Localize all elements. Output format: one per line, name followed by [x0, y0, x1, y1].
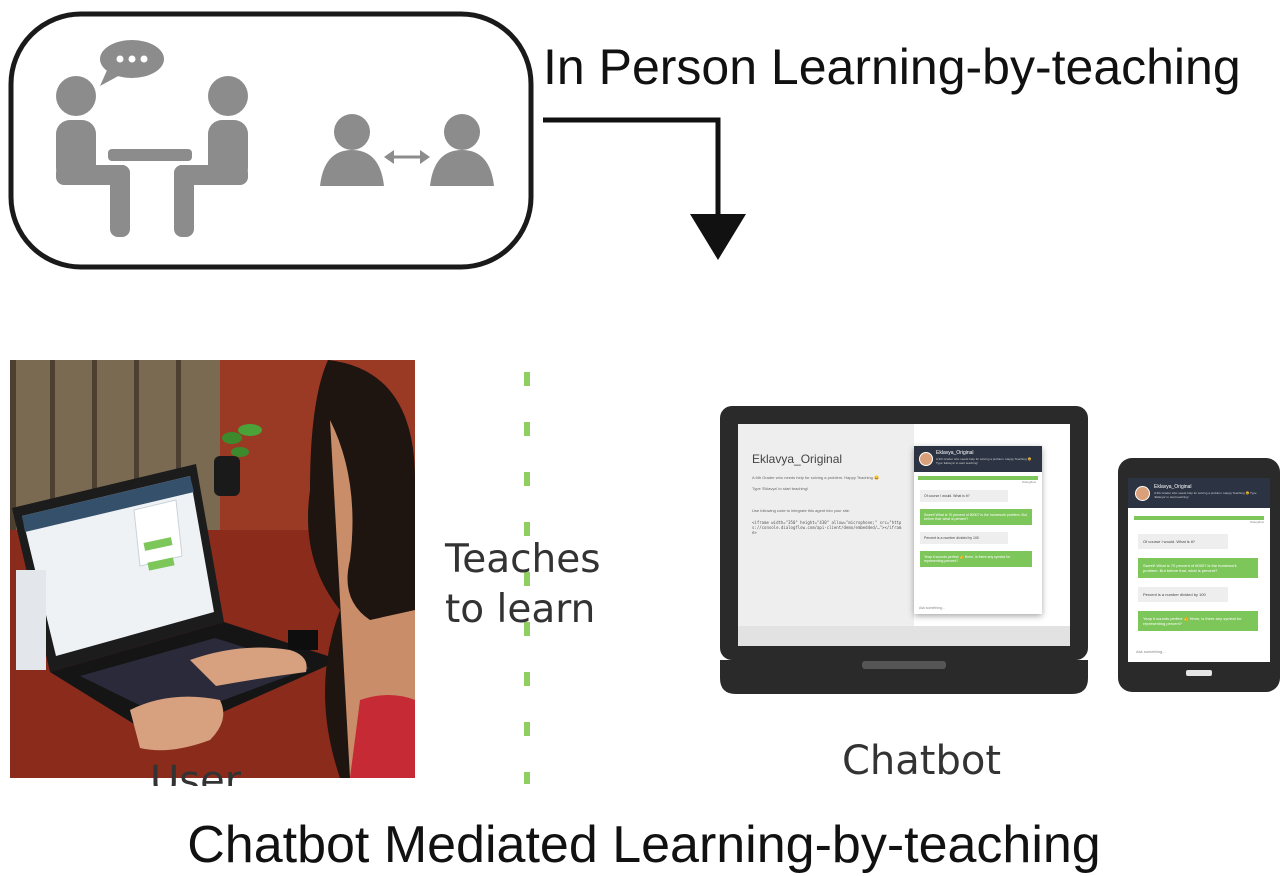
chat-input[interactable]: Ask something... — [919, 606, 945, 610]
chat-message-agent-2: Percent is a number divided by 100 — [920, 532, 1008, 544]
phone-chat-message-user-2: Yeap it sounds perfect 👍 Hmm, is there a… — [1138, 611, 1258, 631]
chat-header: Eklavya_Original A 6th Grader who needs … — [914, 446, 1042, 472]
laptop-page-embed-hint: Use following code to integrate this age… — [752, 508, 851, 513]
in-person-panel — [8, 11, 746, 270]
phone-chat-input[interactable]: Ask something... — [1136, 649, 1166, 654]
exchange-icon — [320, 114, 494, 186]
phone-chat-header-sub: A 6th Grader who needs help for solving … — [1154, 491, 1257, 499]
phone-chat-powered: Dialogflow — [1250, 520, 1264, 524]
bot-avatar — [919, 452, 933, 466]
chat-message-user-2: Yeap it sounds perfect 👍 Hmm, is there a… — [920, 551, 1032, 567]
to-learn-line: to learn — [445, 587, 596, 632]
chat-powered: Dialogflow — [1022, 480, 1036, 484]
chat-header-title: Eklavya_Original — [936, 450, 974, 456]
phone-chat-message-agent-2: Percent is a number divided by 100 — [1138, 587, 1228, 602]
in-person-title: In Person Learning-by-teaching — [543, 39, 1241, 95]
laptop-page-start-hint: Type 'Eklavya' to start teaching! — [752, 486, 808, 491]
person — [130, 360, 415, 778]
phone-chat-widget: Eklavya_Original A 6th Grader who needs … — [1128, 478, 1270, 662]
phone-chat-message-agent-1: Of course I would. What is it? — [1138, 534, 1228, 549]
flow-arrowhead — [690, 214, 746, 260]
user-photo — [10, 360, 415, 778]
in-person-frame — [8, 11, 534, 270]
phone-chat-progress — [1134, 516, 1264, 520]
laptop-chat-widget: Eklavya_Original A 6th Grader who needs … — [914, 446, 1042, 614]
chat-message-user-1: Sweet! What is 70 percent of 8000? is th… — [920, 509, 1032, 525]
laptop-page-embed-code: <iframe width="350" height="430" allow="… — [752, 520, 902, 535]
chatbot-caption: Chatbot — [842, 738, 1002, 784]
mediated-title: Chatbot Mediated Learning-by-teaching — [187, 816, 1101, 874]
user-caption: User — [150, 758, 242, 786]
speech-bubble-icon — [100, 40, 164, 86]
phone-bot-avatar — [1135, 486, 1150, 501]
laptop — [12, 464, 340, 740]
phone-chat-message-user-1: Sweet! What is 70 percent of 8000? is th… — [1138, 558, 1258, 578]
chat-message-agent-1: Of course I would. What is it? — [920, 490, 1008, 502]
phone-chat-header: Eklavya_Original A 6th Grader who needs … — [1128, 478, 1270, 508]
teaches-line: Teaches — [445, 537, 601, 582]
teaches-to-learn-label: Teaches to learn — [445, 535, 601, 635]
phone-chat-header-title: Eklavya_Original — [1154, 484, 1192, 490]
laptop-page-title: Eklavya_Original — [752, 452, 843, 466]
plant — [214, 424, 262, 496]
laptop-page-intro: A 6th Grader who needs help for solving … — [752, 475, 879, 480]
flow-arrow-line — [543, 117, 721, 220]
chat-progress — [918, 476, 1038, 480]
people-at-table-icon — [56, 76, 248, 237]
chat-header-sub: A 6th Grader who needs help for solving … — [936, 457, 1032, 465]
dashed-divider — [524, 372, 530, 784]
